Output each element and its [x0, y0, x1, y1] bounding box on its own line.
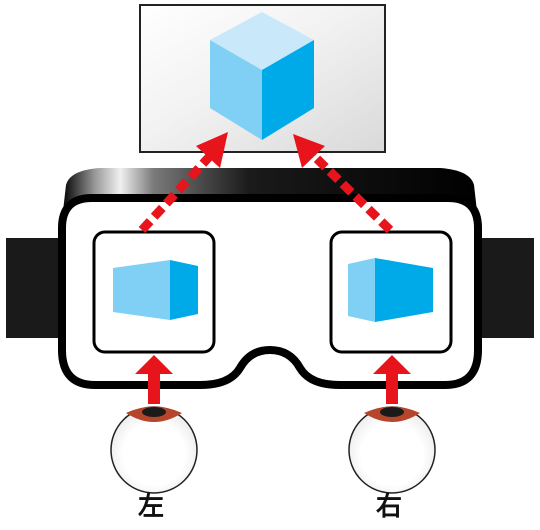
cube-icon	[210, 12, 314, 140]
arrow-right-eye	[373, 355, 411, 404]
eye-icon-left	[110, 406, 198, 494]
left-lens	[92, 230, 216, 354]
right-lens	[329, 230, 453, 354]
eye-icon-right	[348, 406, 436, 494]
arrow-left-eye	[135, 355, 173, 404]
right-eye-label: 右	[376, 492, 403, 522]
virtual-screen	[139, 4, 386, 153]
arrow-right-to-screen	[293, 134, 394, 234]
left-eye-label: 左	[138, 492, 165, 522]
arrow-left-to-screen	[138, 132, 228, 234]
